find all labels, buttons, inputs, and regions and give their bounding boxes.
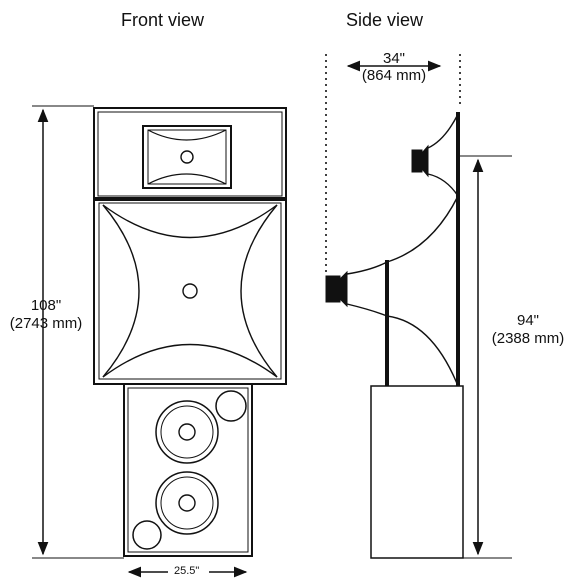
mid-horn-cabinet [93,197,287,385]
top-horn-driver [180,150,194,164]
side-top-driver [411,149,423,173]
front-view-drawing [32,105,287,578]
side-depth-inches: 34" [382,50,405,67]
side-depth-label: 34" (864 mm) [344,50,444,84]
side-large-horn-lower [386,315,459,387]
side-top-horn [427,113,459,197]
side-height-inches: 94" [516,312,539,329]
mid-horn-flare [102,204,278,239]
side-height-label: 94" (2388 mm) [478,312,578,348]
side-mid-horn [346,261,388,317]
top-horn-mouth [142,125,232,189]
top-horn-cabinet [93,107,287,201]
front-width-label: 25.5" [174,565,200,577]
side-depth-mm: (864 mm) [361,67,427,84]
front-height-label: 108" (2743 mm) [2,297,90,333]
mid-horn-driver [182,283,198,299]
front-view-title: Front view [121,10,205,30]
side-mid-driver [325,275,341,303]
bass-woofer-upper [155,400,219,464]
front-height-mm: (2743 mm) [9,315,83,332]
side-view-title: Side view [346,10,424,30]
bass-port-upper [215,390,247,422]
side-large-horn-upper [386,195,459,263]
bass-woofer-lower [155,471,219,535]
side-view-drawing [325,54,512,559]
side-bass-cabinet [370,385,464,559]
front-height-inches: 108" [30,297,62,314]
side-height-mm: (2388 mm) [491,330,565,347]
bass-cabinet [123,383,253,557]
bass-port-lower [132,520,162,550]
